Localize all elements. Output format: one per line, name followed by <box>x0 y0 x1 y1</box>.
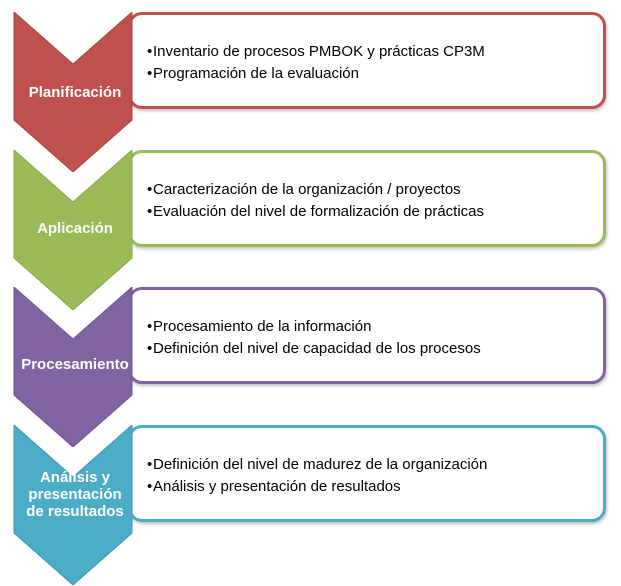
step-items-list: •Caracterización de la organización / pr… <box>147 179 484 223</box>
process-step-aplicacion: •Caracterización de la organización / pr… <box>0 150 621 310</box>
process-step-planificacion: •Inventario de procesos PMBOK y práctica… <box>0 12 621 172</box>
list-item: •Caracterización de la organización / pr… <box>147 181 461 198</box>
list-item: •Inventario de procesos PMBOK y práctica… <box>147 43 485 60</box>
step-items-list: •Procesamiento de la información •Defini… <box>147 316 481 360</box>
process-step-procesamiento: •Procesamiento de la información •Defini… <box>0 287 621 447</box>
list-item: •Análisis y presentación de resultados <box>147 478 401 495</box>
list-item: •Programación de la evaluación <box>147 65 359 82</box>
step-label: Procesamiento <box>21 356 129 373</box>
step-description-card: •Definición del nivel de madurez de la o… <box>128 425 606 522</box>
chevron-arrow-shape <box>12 425 134 585</box>
step-label: Análisis y presentación de resultados <box>14 469 136 520</box>
chevron-arrow-shape <box>12 287 134 447</box>
chevron-arrow-shape <box>12 150 134 310</box>
list-item: •Definición del nivel de madurez de la o… <box>147 456 488 473</box>
step-description-card: •Inventario de procesos PMBOK y práctica… <box>128 12 606 109</box>
step-description-card: •Procesamiento de la información •Defini… <box>128 287 606 384</box>
step-items-list: •Inventario de procesos PMBOK y práctica… <box>147 41 485 85</box>
chevron-polygon <box>13 150 133 310</box>
step-description-card: •Caracterización de la organización / pr… <box>128 150 606 247</box>
step-items-list: •Definición del nivel de madurez de la o… <box>147 454 487 498</box>
list-item: •Procesamiento de la información <box>147 318 372 335</box>
chevron-polygon <box>13 287 133 447</box>
chevron-arrow-shape <box>12 12 134 172</box>
chevron-polygon <box>13 12 133 172</box>
step-label-line: Análisis y <box>39 469 111 486</box>
list-item: •Evaluación del nivel de formalización d… <box>147 203 485 220</box>
chevron-polygon <box>13 425 133 585</box>
process-step-analisis: •Definición del nivel de madurez de la o… <box>0 425 621 585</box>
step-label: Planificación <box>28 84 122 101</box>
step-label: Aplicación <box>37 220 113 237</box>
step-label-line: presentación <box>28 486 122 503</box>
step-label-line: de resultados <box>26 503 124 520</box>
list-item: •Definición del nivel de capacidad de lo… <box>147 340 481 357</box>
